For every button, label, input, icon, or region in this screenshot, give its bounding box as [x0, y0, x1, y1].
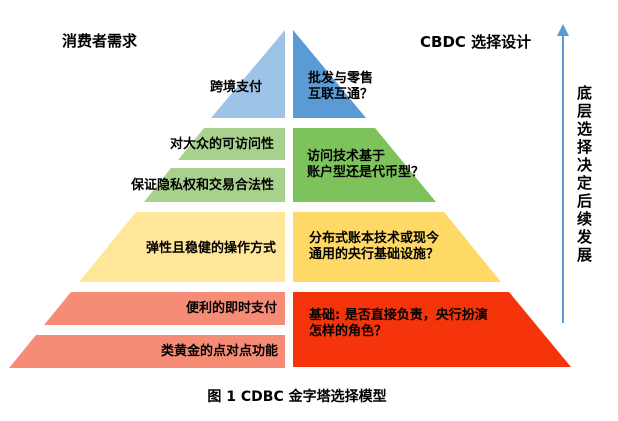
left-layer-resilient-label: 弹性且稳健的操作方式: [145, 241, 276, 256]
figure-caption: 图 1 CDBC 金字塔选择模型: [207, 389, 387, 405]
left-column-heading: 消费者需求: [62, 32, 138, 50]
left-layer-privacy-label: 保证隐私权和交易合法性: [130, 178, 274, 193]
development-arrow-head-icon: [557, 24, 569, 36]
left-layer-accessibility-label: 对大众的可访问性: [169, 137, 274, 152]
side-note-vertical-text: 底层选择决定后续发展: [575, 85, 593, 265]
right-layer-ledger-infrastructure-label: 分布式账本技术或现今 通用的央行基础设施？: [309, 231, 440, 262]
right-column-heading: CBDC 选择设计: [420, 33, 532, 51]
left-layer-peer-to-peer-label: 类黄金的点对点功能: [160, 344, 278, 359]
right-layer-foundation-label: 基础: 是否直接负责，央行扮演 怎样的角色？: [309, 308, 488, 339]
development-arrow-line: [562, 36, 564, 323]
right-layer-wholesale-retail-label: 批发与零售 互联互通？: [308, 71, 374, 102]
right-layer-access-technology-label: 访问技术基于 账户型还是代币型？: [307, 149, 425, 180]
left-layer-instant-payment-label: 便利的即时支付: [185, 301, 277, 316]
left-layer-cross-border-label: 跨境支付: [209, 80, 262, 95]
